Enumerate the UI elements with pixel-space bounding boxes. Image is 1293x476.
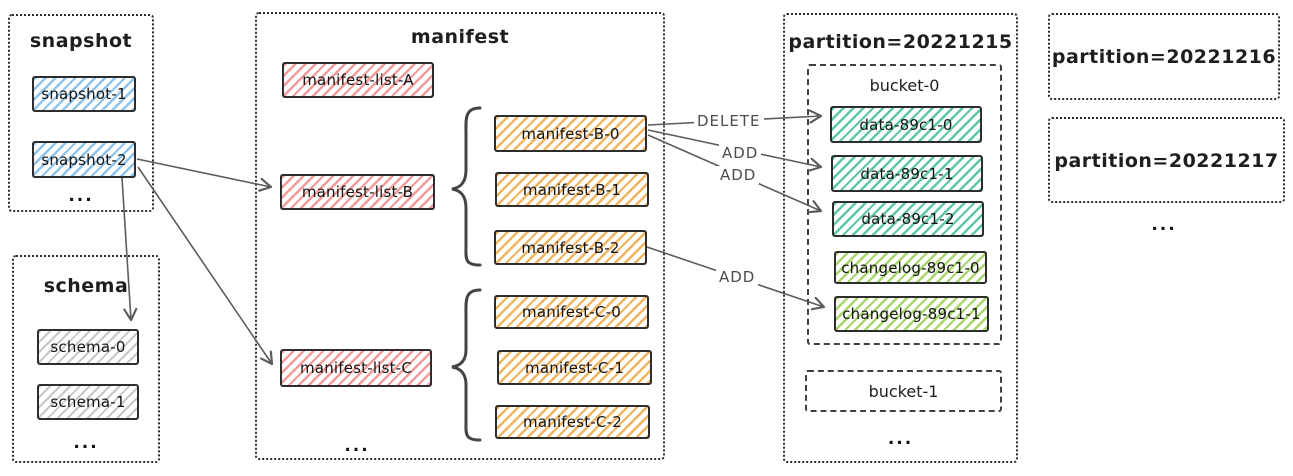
bucket-0-title: bucket-0 [869,76,940,95]
manifest-more-ellipsis: ... [344,436,370,456]
data-89c1-2-node: data-89c1-2 [832,201,984,237]
manifest-c-1-node: manifest-C-1 [497,350,652,385]
partition-20221215-group: partition=20221215 bucket-0 data-89c1-0 … [783,13,1018,463]
manifest-b-0-node: manifest-B-0 [494,115,647,152]
schema-0-node: schema-0 [37,329,139,365]
manifest-b-1-node: manifest-B-1 [495,172,649,207]
bucket-1-title: bucket-1 [868,382,939,401]
partition-20221216-group: partition=20221216 [1048,13,1280,100]
partition-20221215-title: partition=20221215 [788,31,1013,53]
data-89c1-1-node: data-89c1-1 [831,155,983,192]
schema-group: schema schema-0 schema-1 ... [12,255,160,463]
changelog-89c1-1-node: changelog-89c1-1 [834,296,989,332]
schema-group-title: schema [43,275,129,297]
bucket-0-container: bucket-0 data-89c1-0 data-89c1-1 data-89… [807,64,1002,345]
manifest-group: manifest manifest-list-A manifest-list-B… [255,12,665,460]
manifest-list-a-node: manifest-list-A [282,62,434,98]
snapshot-group-title: snapshot [29,30,133,52]
data-89c1-0-node: data-89c1-0 [830,106,982,143]
other-partitions-more-ellipsis: ... [1151,215,1177,235]
schema-more-ellipsis: ... [73,433,99,453]
partition-20221217-group: partition=20221217 [1048,117,1285,203]
schema-1-node: schema-1 [37,384,139,420]
snapshot-2-node: snapshot-2 [32,141,136,178]
manifest-c-0-node: manifest-C-0 [494,295,649,329]
arrow-label-add-2: ADD [717,166,760,184]
snapshot-group: snapshot snapshot-1 snapshot-2 ... [8,14,154,212]
partition-20221216-title: partition=20221216 [1051,46,1277,68]
arrow-label-delete: DELETE [694,112,764,130]
partition-20221217-title: partition=20221217 [1054,150,1279,172]
bucket-1-container: bucket-1 [805,370,1002,412]
arrow-label-add-1: ADD [719,144,762,162]
manifest-c-2-node: manifest-C-2 [495,405,650,439]
partition-20221215-more-ellipsis: ... [887,429,914,449]
snapshot-1-node: snapshot-1 [32,76,136,112]
manifest-group-title: manifest [410,26,510,48]
manifest-list-c-node: manifest-list-C [280,349,432,387]
changelog-89c1-0-node: changelog-89c1-0 [834,251,987,284]
manifest-b-2-node: manifest-B-2 [494,230,647,265]
snapshot-more-ellipsis: ... [68,186,94,206]
arrow-label-add-3: ADD [716,268,759,286]
arrow-snapshot2-to-manifest-list-b [136,158,273,192]
manifest-list-b-node: manifest-list-B [280,174,435,210]
